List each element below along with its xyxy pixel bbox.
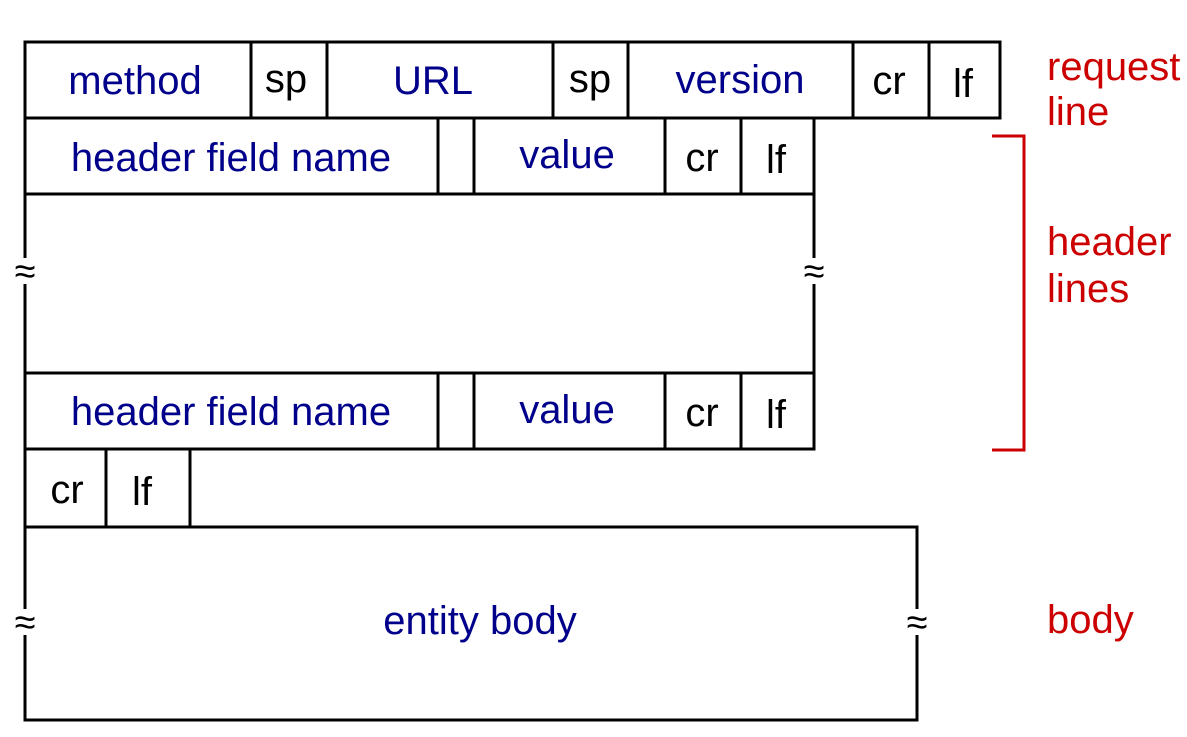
lf-field-blank: lf [132,470,153,514]
header-line-1-row: header field name value cr lf [23,116,816,196]
header-value-1: value [519,133,615,177]
version-field: version [676,58,805,102]
entity-body-row: ≈ ≈ entity body [14,525,930,722]
request-line-row: method sp URL sp version cr lf [23,40,1002,120]
request-line-annotation-2: line [1047,90,1109,134]
entity-body-label: entity body [383,599,576,643]
lf-field-request: lf [953,62,974,106]
omission-mark-right-header: ≈ [804,251,825,293]
sp-field-2: sp [569,57,611,101]
header-line-2-box [23,371,816,451]
method-field: method [68,59,201,103]
url-field: URL [393,59,473,103]
header-lines-annotation-2: lines [1047,267,1129,311]
sp-field-1: sp [265,57,307,101]
lf-field-header-1: lf [766,138,787,182]
omission-mark-left-header: ≈ [15,251,36,293]
header-lines-annotation-1: header [1047,220,1172,264]
header-field-name-1: header field name [71,136,391,180]
header-line-2-row: header field name value cr lf [23,371,816,451]
cr-field-request: cr [872,59,905,103]
header-value-2: value [519,388,615,432]
lf-field-header-2: lf [766,393,787,437]
header-line-1-box [23,116,816,196]
blank-line-row: cr lf [23,447,192,529]
omission-mark-left-body: ≈ [15,602,36,644]
header-lines-bracket [992,134,1026,452]
cr-field-blank: cr [50,468,83,512]
omission-mark-right-body: ≈ [907,602,928,644]
body-annotation: body [1047,598,1134,642]
header-field-name-2: header field name [71,390,391,434]
cr-field-header-2: cr [685,391,718,435]
request-line-annotation-1: request [1047,45,1180,89]
omitted-header-lines: ≈ ≈ [14,194,827,373]
cr-field-header-1: cr [685,136,718,180]
